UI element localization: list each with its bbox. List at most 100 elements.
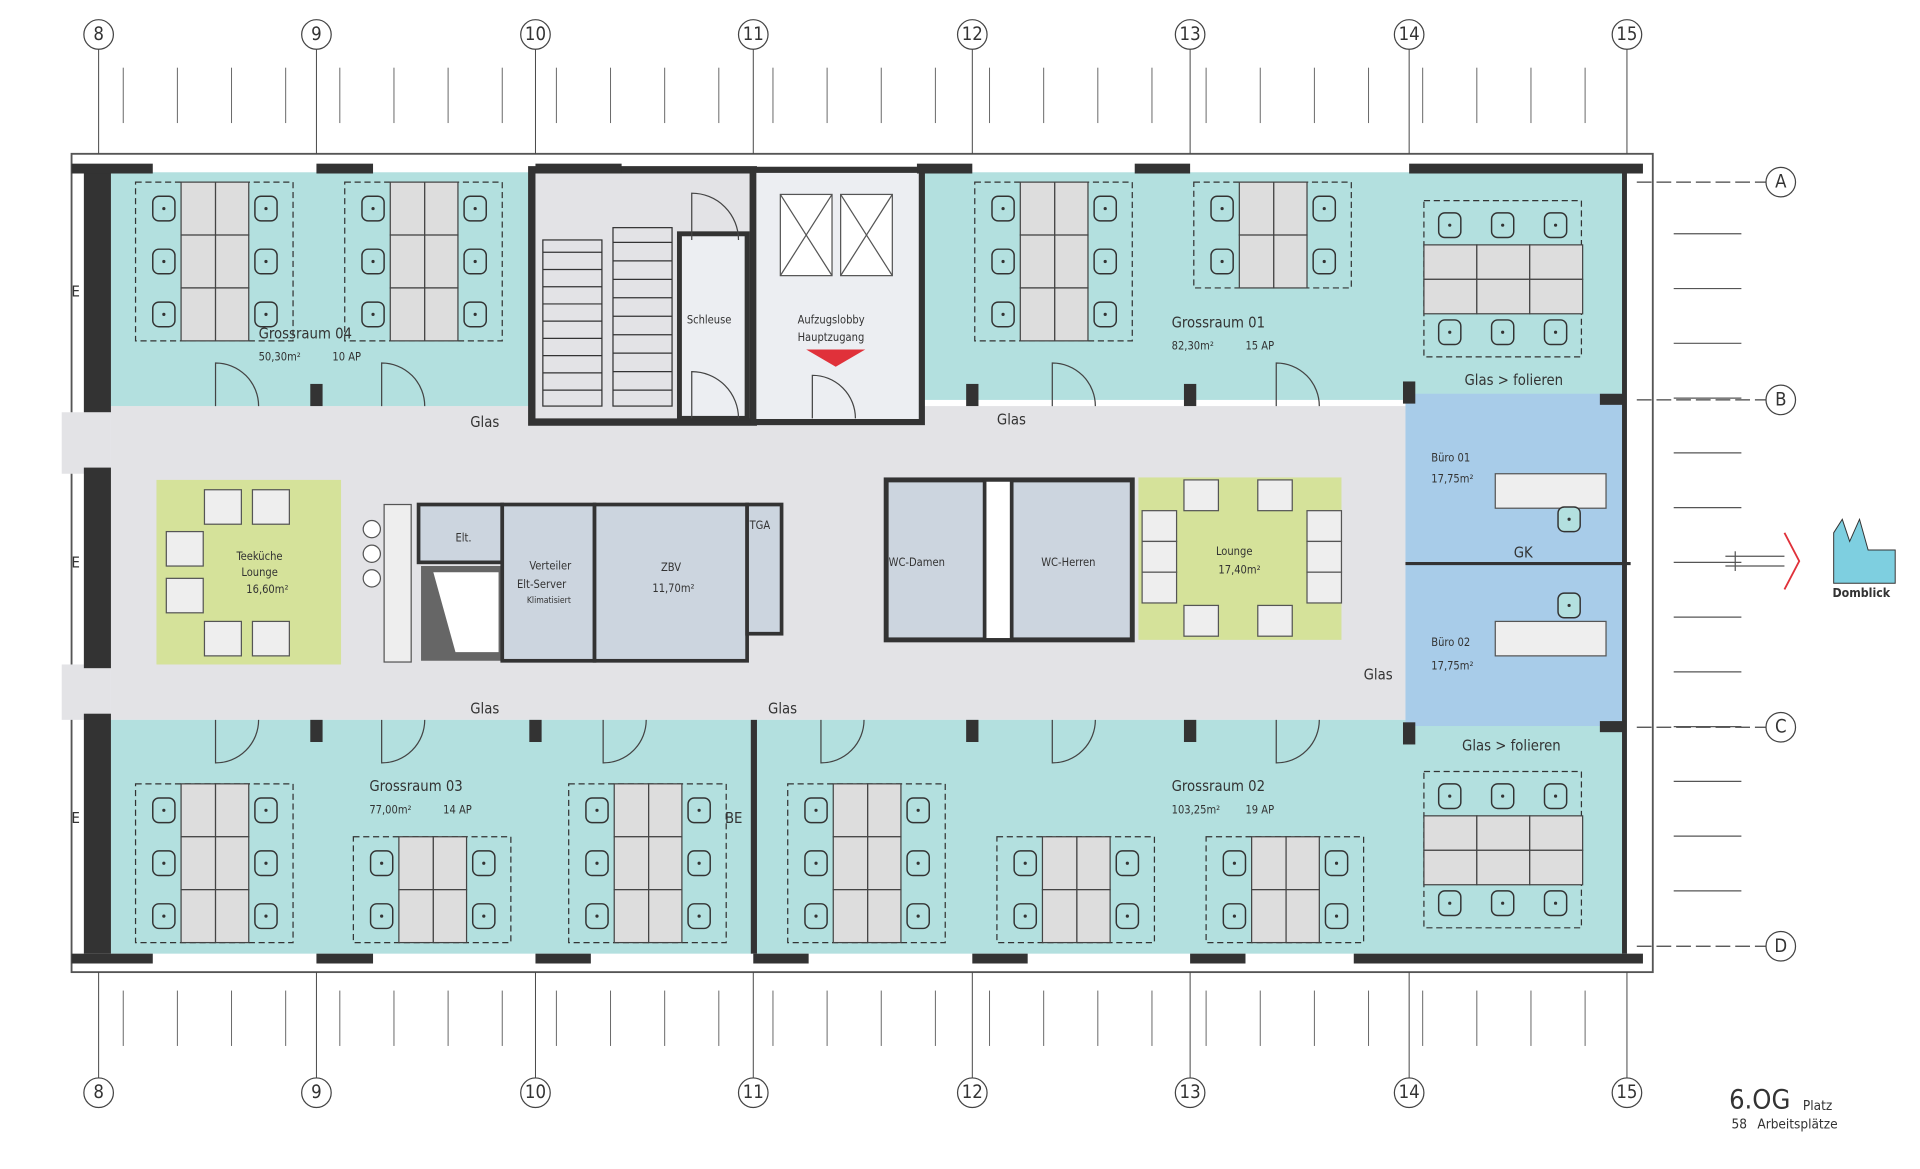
tga-label: TGA: [749, 519, 771, 532]
desk: [1476, 815, 1531, 851]
chair-icon: [1023, 861, 1027, 865]
armchair-icon: [251, 620, 290, 657]
chair-icon: [1220, 259, 1224, 264]
desk: [180, 783, 217, 838]
grid-bubble: [301, 19, 332, 50]
desk: [180, 836, 217, 891]
lounge-area: 17,40m²: [1218, 563, 1260, 576]
chair-icon: [473, 206, 477, 211]
grid-row-label: A: [1775, 172, 1787, 193]
armchair-icon: [165, 577, 204, 614]
teekueche-label-1: Teeküche: [235, 550, 282, 563]
chair-icon: [1567, 603, 1571, 608]
chair-icon: [1501, 794, 1505, 798]
desk: [1019, 234, 1056, 289]
desk: [1076, 889, 1111, 944]
chair-icon: [1448, 330, 1452, 334]
grid-bubble: [737, 1077, 769, 1109]
armchair-icon: [1183, 604, 1220, 637]
room-teekueche: [156, 479, 342, 665]
desk: [1529, 815, 1584, 851]
grid-bubble: [1174, 1077, 1206, 1109]
desk: [1529, 244, 1584, 280]
grid-column-label: 8: [93, 1082, 104, 1103]
armchair-icon: [251, 489, 290, 525]
desk: [398, 889, 434, 944]
desk: [1476, 244, 1531, 280]
desk: [1251, 889, 1287, 944]
desk: [389, 181, 426, 236]
chair-icon: [162, 206, 166, 211]
desk: [613, 889, 650, 944]
e-label: E: [72, 554, 80, 571]
desk: [180, 889, 217, 944]
armchair-icon: [1141, 571, 1178, 604]
grid-row-label: B: [1775, 389, 1786, 410]
desk: [867, 836, 902, 891]
desk-cluster: [1423, 199, 1583, 358]
desk: [214, 287, 250, 342]
chair-icon: [371, 259, 375, 264]
armchair-icon: [1306, 571, 1343, 604]
desk: [432, 836, 468, 891]
desk: [214, 783, 250, 838]
grossraum-02-area: 103,25m²: [1172, 803, 1221, 816]
walls: [71, 163, 1643, 964]
chair-icon: [482, 861, 486, 865]
desk: [1273, 181, 1308, 236]
chair-icon: [595, 808, 599, 812]
desk: [1041, 889, 1078, 944]
desk: [648, 889, 683, 944]
door: [691, 371, 740, 419]
grid-bubble: [737, 19, 769, 50]
wc-divider: [982, 478, 1014, 642]
desk: [1423, 815, 1478, 851]
chair-icon: [162, 312, 166, 316]
desk: [832, 783, 869, 838]
chair-icon: [595, 861, 599, 865]
desk: [1494, 620, 1607, 657]
door: [1051, 362, 1096, 407]
teekueche-label-2: Lounge: [241, 566, 278, 579]
grid-column-label: 14: [1399, 24, 1420, 45]
armchair-icon: [1306, 540, 1343, 573]
desk: [1476, 849, 1531, 886]
floor-label: 6.OG: [1729, 1085, 1790, 1116]
wc-herren-label: WC-Herren: [1041, 556, 1095, 569]
desk: [613, 836, 650, 891]
grid-column-label: 13: [1180, 1082, 1201, 1103]
chair-icon: [482, 914, 486, 918]
desk-cluster: [1423, 770, 1583, 929]
desk: [1054, 181, 1089, 236]
desk: [1423, 849, 1478, 886]
grid-bubble: [520, 19, 551, 50]
desk: [214, 889, 250, 944]
chair-icon: [1232, 914, 1237, 918]
armchair-icon: [203, 489, 242, 525]
chair-icon: [1322, 259, 1326, 264]
grossraum-04-area: 50,30m²: [259, 351, 301, 364]
workplace-count: 58: [1732, 1116, 1747, 1132]
chair-icon: [162, 259, 166, 264]
room-zbv: [592, 502, 749, 663]
buero-01-label: Büro 01: [1431, 451, 1470, 464]
chair-icon: [162, 808, 166, 812]
verteiler-label-3: Klimatisiert: [527, 596, 571, 606]
grossraum-01-ap: 15 AP: [1245, 339, 1274, 352]
grid-column-label: 12: [962, 24, 983, 45]
desk: [1054, 287, 1089, 342]
chair-icon: [473, 259, 477, 264]
chair-icon: [1103, 312, 1107, 316]
chair-icon: [264, 312, 268, 316]
grid-bubble: [1393, 1077, 1425, 1109]
desk: [1019, 287, 1056, 342]
zbv-label: ZBV: [661, 561, 681, 574]
chair-icon: [595, 914, 599, 918]
door: [214, 362, 260, 407]
door: [381, 362, 426, 407]
grid-bubble: [1393, 19, 1425, 50]
shaft-inner: [433, 572, 499, 653]
sink-icon: [362, 544, 382, 563]
platz-label: Platz: [1803, 1098, 1832, 1114]
chair-icon: [1501, 330, 1505, 334]
